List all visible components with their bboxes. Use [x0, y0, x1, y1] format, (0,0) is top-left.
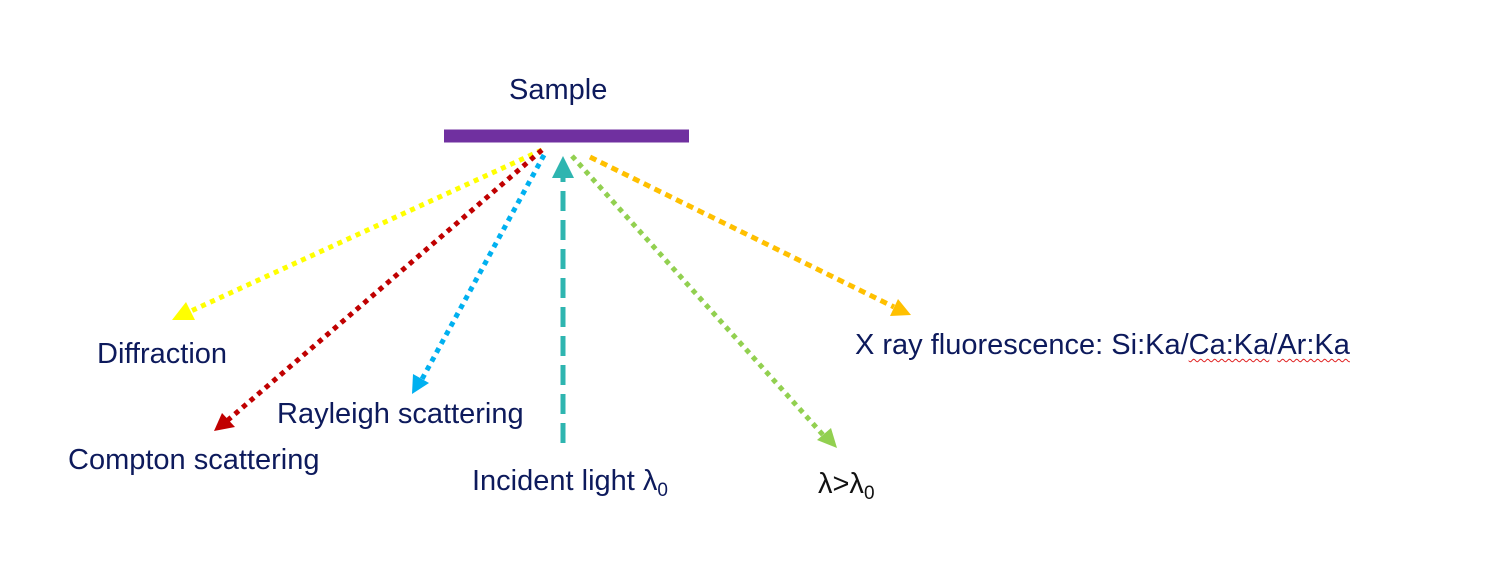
rayleigh-arrow: [412, 153, 547, 394]
incident-light-label: Incident light λ0: [472, 465, 668, 501]
lambda-shift-label: λ>λ0: [818, 468, 875, 504]
lambda-shift-text: λ>λ: [818, 468, 864, 500]
xray-fluorescence-label: X ray fluorescence: Si:Ka/Ca:Ka/Ar:Ka: [855, 331, 1350, 360]
xrf-ar-ka: Ar:Ka: [1277, 329, 1350, 361]
incident-arrow: [552, 156, 574, 443]
rayleigh-scattering-label: Rayleigh scattering: [277, 398, 524, 430]
xrf-separator: /: [1269, 329, 1278, 361]
diffraction-label: Diffraction: [97, 338, 228, 370]
incident-light-subscript: 0: [657, 480, 668, 501]
lambda-shift-subscript: 0: [863, 483, 875, 504]
incident-light-text: Incident light λ: [472, 465, 658, 497]
compton-scattering-label: Compton scattering: [68, 444, 320, 476]
compton-arrow: [214, 148, 544, 431]
sample-label: Sample: [509, 74, 608, 106]
xrf-arrow: [588, 154, 911, 316]
lambda-shift-arrow: [570, 154, 837, 448]
diffraction-arrow: [172, 147, 544, 320]
xrf-ca-ka: Ca:Ka: [1188, 329, 1270, 361]
xrf-prefix: X ray fluorescence: Si:Ka/: [855, 329, 1189, 361]
